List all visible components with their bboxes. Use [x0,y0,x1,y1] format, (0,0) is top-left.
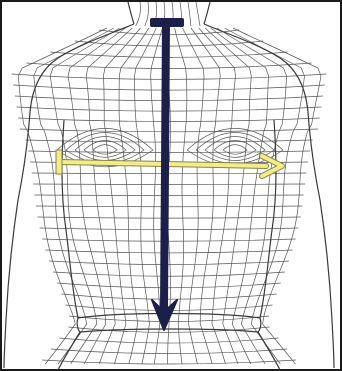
length-arrow-shaft [164,24,166,308]
width-arrow-start-cap [56,150,62,174]
